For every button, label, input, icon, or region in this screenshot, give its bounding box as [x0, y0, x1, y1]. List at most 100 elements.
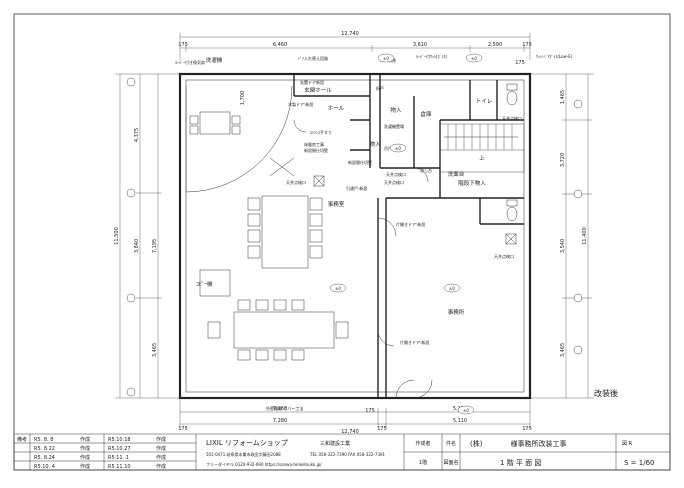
revision-date: R5.11.10 [108, 464, 131, 470]
level-label: ±0 [449, 286, 455, 291]
revision-date: R5. 8.22 [34, 446, 55, 452]
level-label: ±0 [395, 146, 401, 151]
revision-note: 作成 [156, 436, 166, 443]
note: 天井点検口 [494, 253, 514, 259]
staircase [439, 123, 525, 173]
room-storage3: 物入 [369, 140, 381, 148]
revision-date: R5. 8.24 [34, 455, 55, 461]
drawing-label: 図面名 [443, 459, 458, 466]
company-name-2: 三和建設工業 [320, 440, 350, 447]
room-under-stairs: 階段下物入 [458, 179, 486, 187]
right-dimensions [530, 73, 594, 399]
dim-right-seg: 3,720 [560, 153, 566, 167]
company-name: LIXIL リフォームショップ [206, 439, 288, 447]
dim-small: 1,700 [240, 91, 246, 105]
note: ｽﾃﾝﾚｽ手すり [310, 129, 332, 135]
door-arcs [293, 119, 433, 399]
dim-right-seg: 3,540 [560, 239, 566, 253]
dim-bottom-seg: 5,110 [453, 418, 467, 424]
grid-axis-markers [126, 77, 583, 397]
dim-top-seg: 175 [522, 42, 532, 48]
note: 天井点検口 [384, 179, 404, 185]
note: 新設間仕切壁 [348, 159, 372, 165]
dim-right-seg: 1,465 [560, 90, 566, 104]
dim-bottom-inner: 7,160 [273, 406, 287, 412]
note: ﾄﾞｱ入れ替え回路 [298, 55, 328, 61]
drawing-scale: S = 1/60 [624, 459, 654, 467]
dim-left-seg: 3,465 [152, 343, 158, 357]
dim-top-total: 12,740 [341, 31, 359, 37]
revision-note: 作成 [80, 445, 90, 452]
note: ｻｯｼ:ﾍﾟｱｶﾞﾗｽ(Low-E) [536, 53, 573, 59]
revision-date: R5.11. 1 [108, 455, 129, 461]
dim-bottom-seg: 175 [178, 426, 188, 432]
dim-top-seg: 175 [178, 42, 188, 48]
room-office-right: 事務所 [448, 308, 465, 316]
bottom-dimensions [179, 400, 531, 428]
dim-bottom-seg: 175 [522, 426, 532, 432]
level-label: ±0 [335, 286, 341, 291]
outer-walls [178, 72, 532, 400]
drawing-no-label: 図 R [622, 441, 633, 447]
dim-bottom-total: 12,740 [341, 429, 359, 435]
note: 片開きドア:新設 [400, 339, 429, 345]
top-dimensions [179, 33, 531, 60]
note: 玄関ドア新設 [300, 79, 324, 85]
dim-right-total: 11,400 [582, 227, 588, 245]
dim-small: 175 [365, 408, 375, 414]
dim-small: 175 [515, 60, 525, 66]
note: 新設間仕切壁 [304, 147, 328, 153]
dim-left-mid: 4,375 [134, 128, 140, 142]
note: 折戸 [376, 85, 384, 91]
revision-note: 作成 [80, 454, 90, 461]
drawing-name: 1 階 平 面 図 [500, 458, 541, 467]
note: 引違戸:新設 [346, 185, 367, 191]
company-free-dial: フリーダイヤル 0120-932-690 https://sanwa-tenke… [206, 461, 322, 467]
level-label: ±0 [383, 56, 389, 61]
dim-bottom-seg: 175 [377, 426, 387, 432]
dim-left-seg: 7,195 [152, 239, 158, 253]
level-marks [329, 53, 483, 415]
revision-note: 作成 [156, 445, 166, 452]
level-label: ±0 [471, 56, 477, 61]
note: 外壁補修:カバー工法 [266, 405, 303, 411]
revision-date: R5.10. 4 [34, 464, 55, 470]
dim-top-seg: 3,610 [413, 42, 427, 48]
note: 天井点検口 [386, 171, 406, 177]
dim-right-seg: 3,465 [560, 343, 566, 357]
room-wash2: 洗面台 [448, 170, 465, 178]
floor-value: 1階 [419, 459, 427, 466]
ceiling-hatches [269, 157, 517, 245]
toilet-fixtures [506, 83, 518, 222]
stamp-after-renovation: 改装後 [594, 388, 618, 398]
note: 天井点検口 [502, 115, 522, 121]
revisions-header: 備考 [17, 436, 27, 443]
room-copy-corner: ｺﾋﾟｰ機 [196, 280, 213, 288]
dim-bottom-seg: 7,280 [273, 418, 287, 424]
company-address: 501-0471 岐阜県本巣市政田字藤田2088 [206, 451, 281, 457]
revision-note: 作成 [80, 463, 90, 470]
left-dimensions [115, 73, 180, 399]
dim-left-seg: 3,840 [134, 239, 140, 253]
revision-note: 作成 [80, 436, 90, 443]
room-storage: 倉庫 [420, 110, 432, 118]
title-block [13, 433, 671, 471]
note: 天井点検口 [286, 179, 306, 185]
room-storage2: 物入 [390, 106, 402, 114]
revision-note: 作成 [156, 463, 166, 470]
dim-left-total: 11,500 [114, 227, 120, 245]
interior-walls [293, 74, 524, 398]
note: 床暖房工事 [304, 141, 324, 147]
dim-top-seg: 2,590 [488, 42, 502, 48]
note: 木製ドア:新設 [288, 101, 313, 107]
room-up: 上 [479, 154, 485, 162]
note: 洗濯機置場 [384, 123, 404, 129]
company-tel: TEL 058-322-7390 FAX 058-322-7391 [309, 452, 386, 457]
note: ﾙｰﾊﾞｰ付ｻｯｼ(ｶﾞﾗｽ) [416, 53, 448, 59]
room-office-left: 事務室 [328, 200, 345, 208]
level-label: ±0 [463, 408, 469, 413]
room-hall: ホール [328, 105, 345, 112]
door-swing-arc [185, 85, 293, 193]
